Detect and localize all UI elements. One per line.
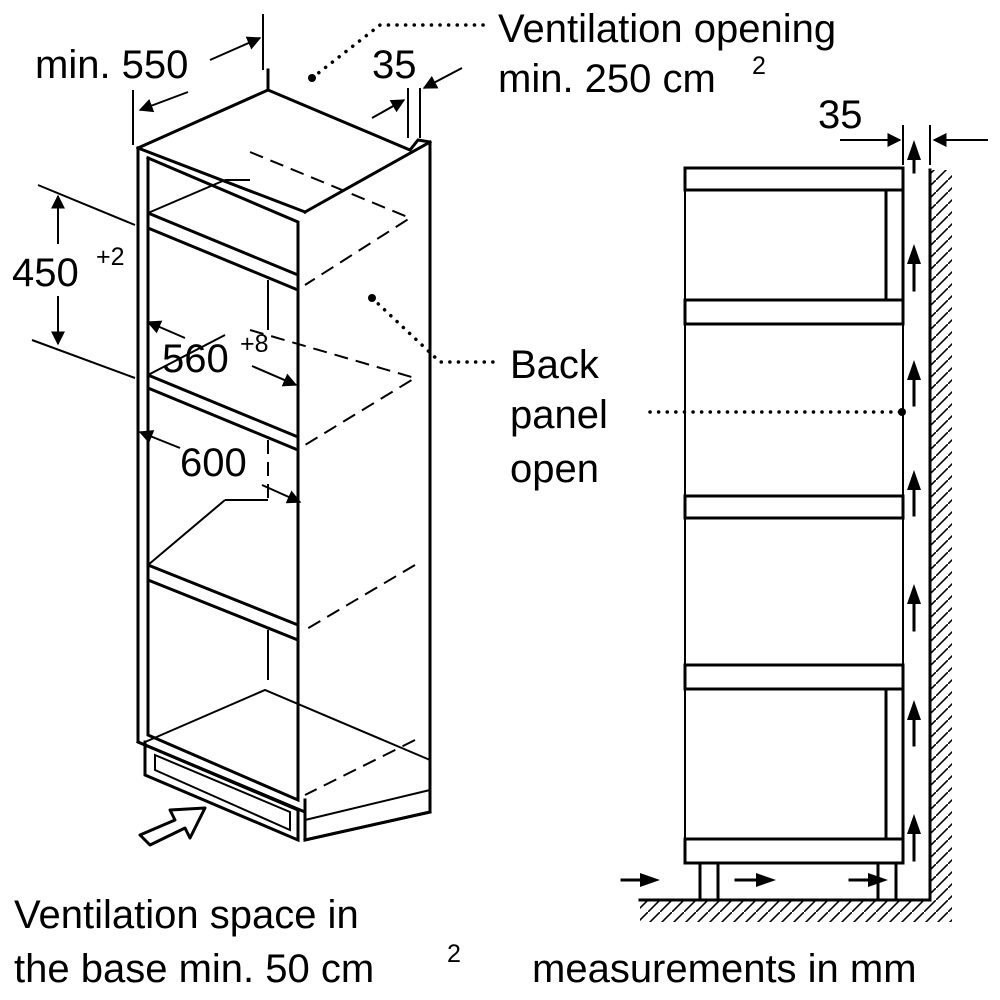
- label-vent-top-sup: 2: [752, 52, 766, 80]
- cabinet-isometric: [136, 68, 433, 843]
- base-flow-arrows: [620, 873, 888, 887]
- label-vent-base-sup: 2: [447, 940, 461, 968]
- outline-arrow-right-icon: [138, 806, 207, 847]
- cabinet-side-section: [638, 166, 952, 922]
- label-vent-base-line1: Ventilation space in: [14, 893, 359, 937]
- arrow-up-icon: [907, 584, 921, 632]
- label-height: 450: [12, 251, 79, 295]
- label-outer-width: 600: [180, 441, 247, 485]
- dimension-outer-width: [138, 430, 302, 504]
- label-vent-base-line2: the base min. 50 cm: [14, 947, 374, 991]
- label-height-sup: +2: [96, 243, 125, 271]
- arrow-up-icon: [907, 814, 921, 862]
- dimension-inner-width: [146, 320, 298, 387]
- arrow-up-icon: [907, 360, 921, 407]
- dimension-depth: [132, 14, 264, 145]
- label-back-line2: panel: [510, 393, 608, 437]
- arrow-right-icon: [734, 873, 776, 887]
- arrow-right-icon: [848, 873, 888, 887]
- leader-back-panel-left: [370, 296, 497, 364]
- airflow-arrows: [907, 140, 921, 862]
- label-inner-width: 560: [162, 337, 229, 381]
- arrow-up-icon: [907, 140, 921, 174]
- label-gap-top: 35: [372, 43, 417, 87]
- label-units: measurements in mm: [532, 947, 917, 991]
- arrow-right-icon: [620, 873, 660, 887]
- label-vent-top-line1: Ventilation opening: [498, 7, 836, 51]
- label-back-line3: open: [510, 447, 599, 491]
- label-depth: min. 550: [35, 43, 188, 87]
- dimension-gap-side: [840, 125, 988, 165]
- leader-vent-top: [310, 23, 490, 80]
- dimension-height: [31, 184, 136, 379]
- arrow-up-icon: [907, 244, 921, 292]
- arrow-up-icon: [907, 470, 921, 517]
- arrow-up-icon: [907, 700, 921, 747]
- label-inner-width-sup: +8: [240, 330, 269, 358]
- label-vent-top-line2: min. 250 cm: [498, 57, 716, 101]
- dimension-gap-top: [371, 67, 463, 138]
- label-back-line1: Back: [510, 343, 600, 387]
- label-gap-side: 35: [818, 93, 863, 137]
